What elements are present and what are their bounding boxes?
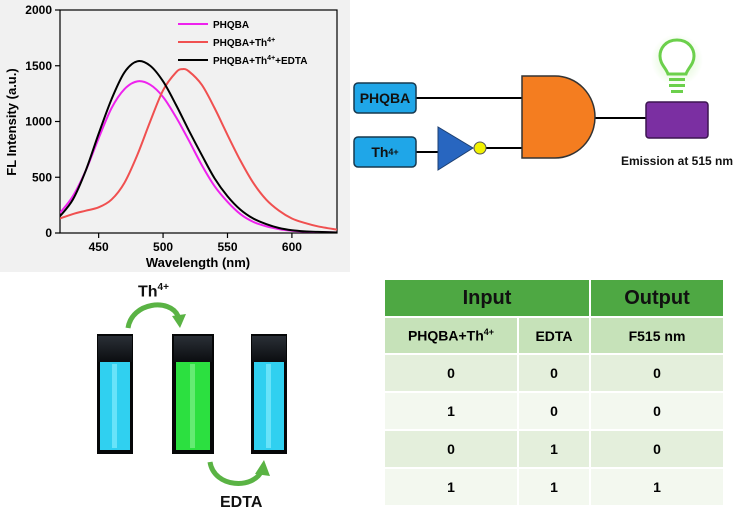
- truth-table: Input Output PHQBA+Th4+ EDTA F515 nm 0 0…: [385, 280, 725, 507]
- vial-3: [251, 334, 287, 454]
- vial-caption-th-sup: 4+: [157, 282, 169, 293]
- series-line-phqba-th: [60, 68, 337, 231]
- subheader-edta: EDTA: [518, 317, 591, 355]
- table-row: 1 0 0: [385, 392, 725, 431]
- table-row: 0 1 0: [385, 430, 725, 469]
- header-output: Output: [590, 280, 725, 318]
- input-label-th-text: Th: [371, 144, 389, 160]
- series-line-phqba: [60, 80, 337, 233]
- subheader-f515: F515 nm: [590, 317, 725, 355]
- vial-caption-th: Th4+: [138, 282, 169, 301]
- table-cell: 0: [590, 430, 725, 469]
- subheader-phqba-th: PHQBA+Th4+: [385, 317, 519, 355]
- y-tick-label: 1500: [25, 59, 52, 73]
- logic-gate-diagram: Emission at 515 nm: [353, 34, 733, 171]
- table-cell: 1: [385, 468, 519, 507]
- table-cell: 0: [518, 392, 591, 431]
- vial-caption-th-text: Th: [138, 283, 158, 301]
- output-box: [645, 101, 709, 139]
- y-axis-label: FL Intensity (a.u.): [4, 68, 19, 175]
- input-box-phqba: [353, 82, 417, 114]
- vials-photo: [97, 302, 287, 486]
- table-row: 1 1 1: [385, 468, 725, 507]
- x-tick-label: 500: [153, 240, 173, 254]
- x-tick-label: 550: [217, 240, 237, 254]
- curved-arrow-top-icon: [125, 302, 186, 329]
- spectrum-chart: 0 500 1000 1500 2000 450 500 550 600 Wavelength…: [4, 3, 338, 270]
- table-cell: 1: [385, 392, 519, 431]
- x-axis-label: Wavelength (nm): [146, 255, 250, 270]
- input-label-phqba: PHQBA: [359, 90, 411, 106]
- table-row: 0 0 0: [385, 354, 725, 393]
- table-cell: 1: [590, 468, 725, 507]
- plot-frame: [59, 9, 338, 234]
- table-cell: 0: [590, 392, 725, 431]
- table-cell: 0: [385, 354, 519, 393]
- x-tick-label: 600: [282, 240, 302, 254]
- curved-arrow-bottom-icon: [207, 460, 270, 486]
- y-tick-label: 2000: [25, 3, 52, 17]
- series-line-phqba-th-edta: [60, 60, 337, 233]
- table-cell: 0: [590, 354, 725, 393]
- legend-label-phqba-th: PHQBA+Th4+: [213, 37, 275, 49]
- table-cell: 1: [518, 430, 591, 469]
- header-input: Input: [385, 280, 591, 318]
- x-tick-label: 450: [89, 240, 109, 254]
- not-gate: [437, 126, 474, 171]
- table-cell: 0: [518, 354, 591, 393]
- and-gate: [521, 75, 596, 159]
- input-label-th-sup: 4+: [388, 147, 399, 157]
- y-tick-label: 500: [32, 170, 52, 184]
- legend-label-phqba-th-edta: PHQBA+Th4++EDTA: [213, 55, 307, 67]
- y-tick-label: 1000: [25, 115, 52, 129]
- table-cell: 1: [518, 468, 591, 507]
- table-cell: 0: [385, 430, 519, 469]
- y-tick-label: 0: [45, 226, 52, 240]
- output-caption: Emission at 515 nm: [621, 154, 733, 168]
- lightbulb-icon: [651, 34, 703, 93]
- legend: PHQBA PHQBA+Th4+ PHQBA+Th4++EDTA: [178, 20, 307, 67]
- vial-2: [172, 334, 214, 454]
- input-box-th: [353, 136, 417, 168]
- vial-caption-edta: EDTA: [220, 494, 263, 511]
- legend-label-phqba: PHQBA: [213, 20, 249, 31]
- not-gate-bubble: [473, 141, 487, 155]
- spectrum-chart-panel: 0 500 1000 1500 2000 450 500 550 600 Wavelength…: [0, 0, 350, 272]
- vial-1: [97, 334, 133, 454]
